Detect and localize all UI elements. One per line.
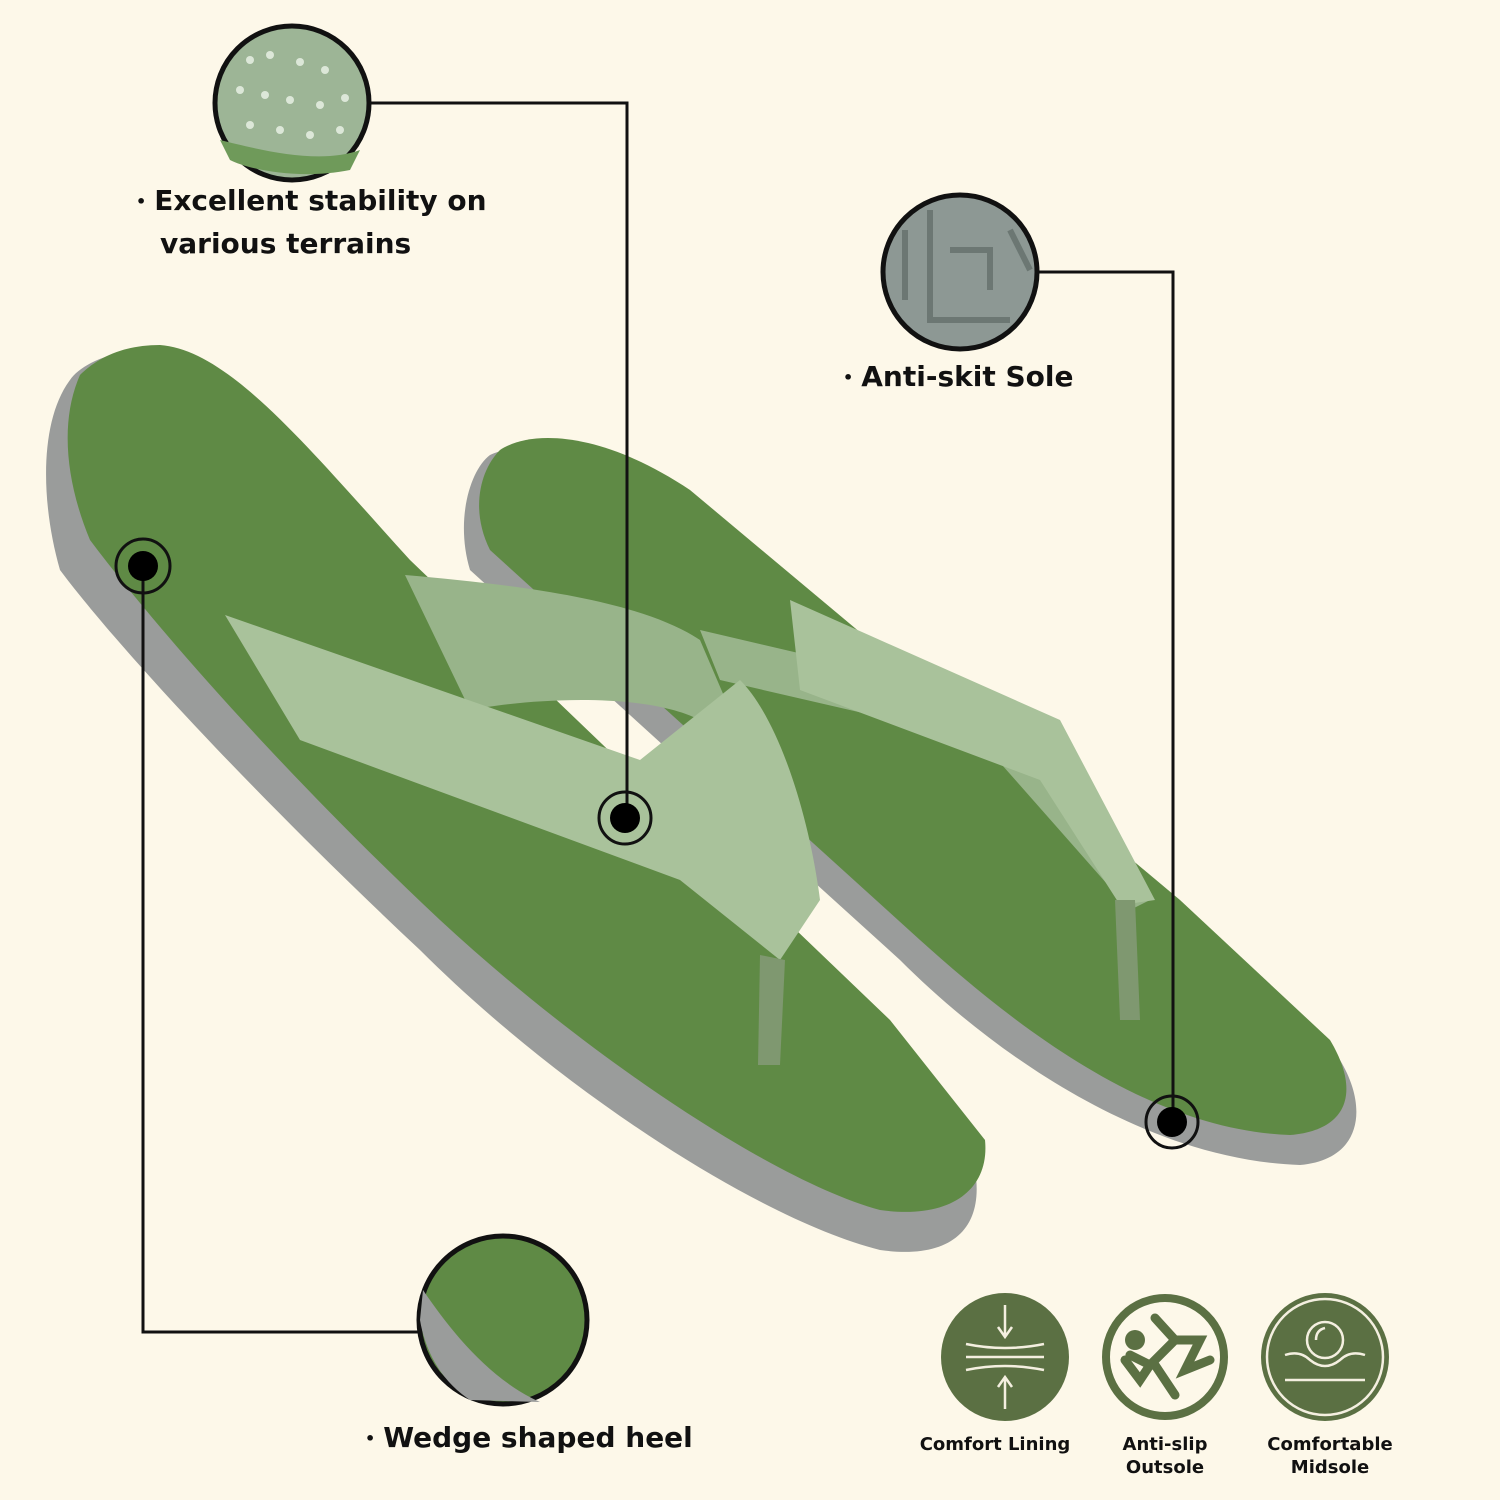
bullet: • [136,192,147,211]
bullet: • [365,1429,376,1448]
slipping-person-icon [1102,1294,1228,1420]
feature-label: Comfort Lining [919,1434,1071,1455]
detail-circle-sole [880,192,1040,352]
callout-anti-skit-sole: • Anti-skit Sole [843,356,1073,399]
feature-comfort-lining-label: Comfort Lining [910,1433,1080,1456]
feature-anti-slip-label: Anti-slip Outsole [1080,1433,1250,1479]
callout-stability: • Excellent stability on various terrains [136,180,487,265]
detail-circle-strap [212,23,372,183]
callout-wedge-heel: • Wedge shaped heel [365,1417,693,1460]
feature-label: Anti-slip [1122,1434,1208,1455]
feature-label: Midsole [1290,1457,1370,1478]
callout-text: Wedge shaped heel [383,1421,693,1454]
feature-label: Outsole [1125,1457,1205,1478]
callout-markers [114,537,1200,1150]
feature-midsole-label: Comfortable Midsole [1245,1433,1415,1479]
callout-lines [141,101,1175,1334]
left-sandal [46,345,986,1252]
compression-arrows-icon [941,1293,1069,1421]
callout-text: Anti-skit Sole [861,360,1074,393]
bullet: • [843,368,854,387]
callout-text: Excellent stability on [154,184,487,217]
feature-label: Comfortable [1267,1434,1393,1455]
right-sandal [463,438,1357,1166]
callout-text: various terrains [160,227,412,260]
detail-circle-heel [416,1233,590,1407]
ball-on-cushion-icon [1261,1293,1389,1421]
